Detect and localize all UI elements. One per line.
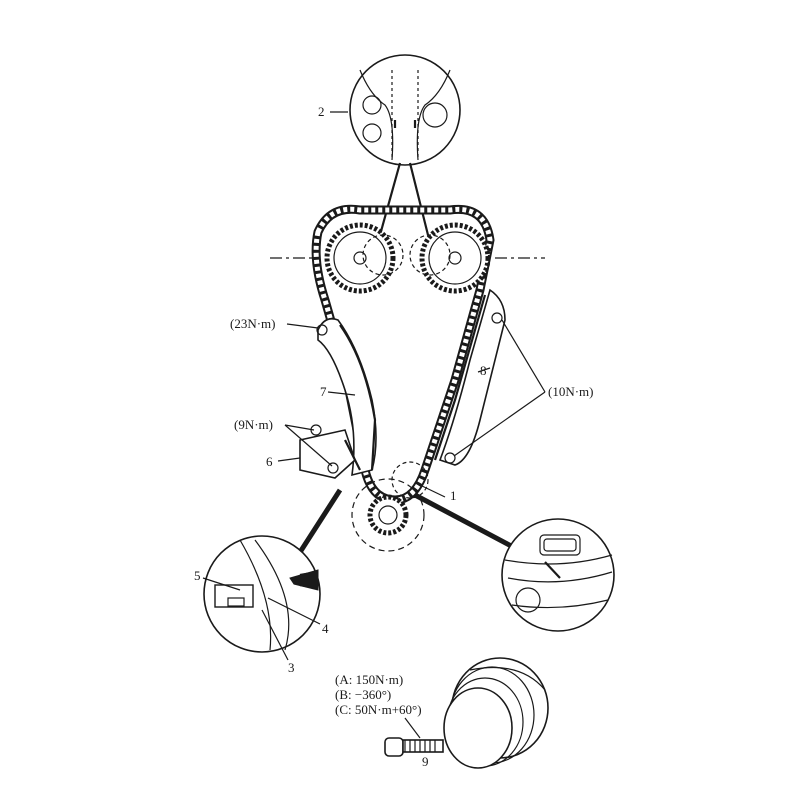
callout-7: 7 [320, 384, 327, 399]
leader-4 [267, 597, 321, 625]
timing-chain [311, 204, 495, 505]
pulley-bolt [384, 737, 444, 757]
leader-9nm-b [284, 424, 333, 467]
crankshaft-pulley [443, 657, 549, 769]
chain-tensioner [299, 424, 361, 479]
leader-9nm-a [284, 424, 315, 431]
callout-23nm: (23N·m) [230, 316, 276, 331]
callout-10nm: (10N·m) [548, 384, 594, 399]
callout-1: 1 [450, 488, 457, 503]
inset-crank-mark [501, 518, 615, 632]
torque-spec-c: (C: 50N·m+60°) [335, 702, 422, 717]
leader-10nm-b [453, 391, 546, 457]
inset-cam-marks [349, 54, 461, 166]
mark-circle-left [362, 234, 404, 276]
guide-rail [433, 288, 506, 466]
callout-4: 4 [322, 621, 329, 636]
callout-3: 3 [288, 660, 295, 675]
pointer-left-inset [292, 488, 343, 562]
torque-spec-b: (B: −360°) [335, 687, 391, 702]
leader-7 [327, 391, 356, 396]
leader-torque [404, 717, 421, 739]
leader-6 [277, 457, 301, 462]
callout-9nm: (9N·m) [234, 417, 273, 432]
torque-spec-a: (A: 150N·m) [335, 672, 403, 687]
callout-6: 6 [266, 454, 273, 469]
leader-8 [477, 367, 491, 373]
camshaft-sprocket-right [419, 222, 491, 294]
inset-pointer-left [378, 162, 402, 236]
inset-tensioner-detail [203, 535, 321, 653]
leader-10nm-a [501, 319, 546, 393]
callout-5: 5 [194, 568, 201, 583]
callout-9: 9 [422, 754, 429, 769]
pointer-right-inset [413, 492, 517, 551]
crankshaft-sprocket [351, 461, 429, 552]
mark-circle-right [409, 234, 451, 276]
callout-8: 8 [480, 363, 487, 378]
callout-2: 2 [318, 104, 325, 119]
leader-23nm [286, 323, 319, 329]
leader-1 [419, 484, 446, 498]
tensioner-rail [316, 317, 377, 477]
inset-pointer-right [408, 162, 430, 236]
leader-5 [202, 577, 241, 591]
leader-3 [261, 609, 289, 661]
